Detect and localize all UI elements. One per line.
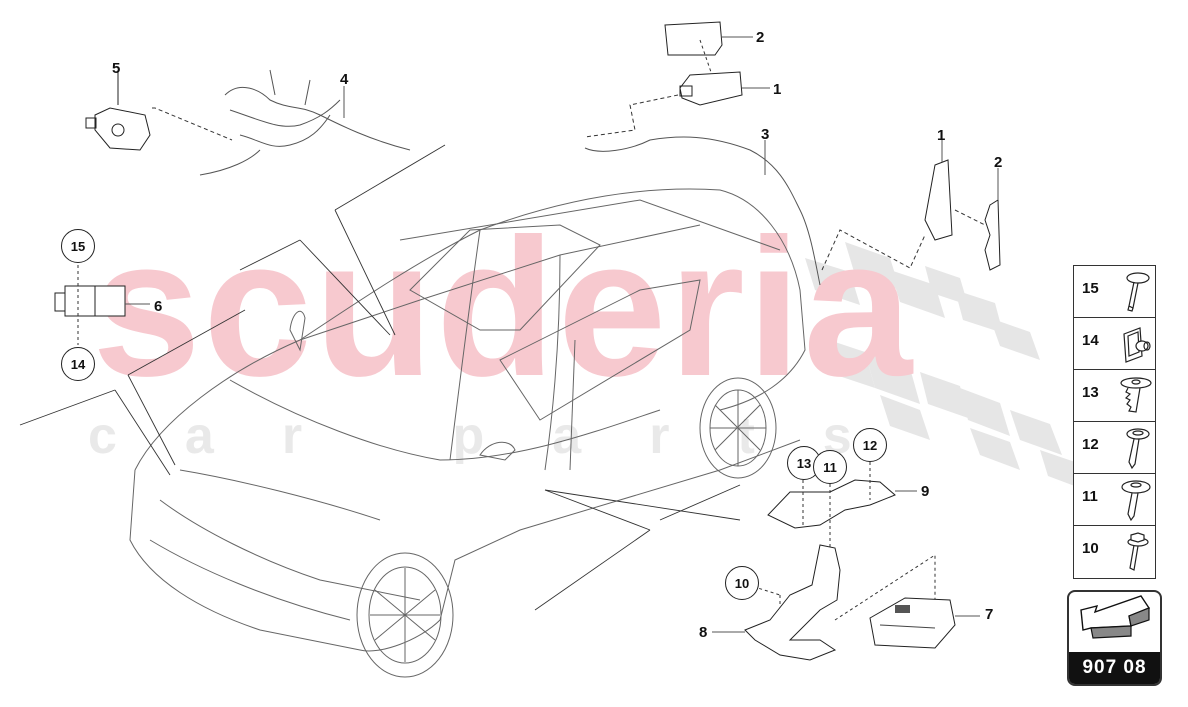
callout-1: 1 [773,81,782,98]
part-2-bracket-right [984,168,1001,271]
callout-3: 3 [761,126,770,143]
tapping-screw-icon [1126,428,1150,470]
part-2-cover [664,21,753,56]
legend-number: 12 [1082,436,1099,453]
hex-bolt-icon [1127,532,1149,571]
part-5-sensor [85,70,151,151]
legend-number: 13 [1082,384,1099,401]
callout-5: 5 [112,60,121,77]
part-7-control-unit [869,597,980,649]
part-9-bracket [767,479,917,529]
washer-screw-icon [1121,480,1151,522]
clip-nut-icon [1123,327,1151,363]
legend-row-10[interactable]: 10 [1074,526,1155,578]
legend-row-13[interactable]: 13 [1074,370,1155,422]
part-3-cable [584,136,821,286]
callout-2-right: 2 [994,154,1003,171]
legend-number: 10 [1082,540,1099,557]
callout-2: 2 [756,29,765,46]
part-1-module-right [924,140,953,241]
part-8-bracket [712,544,841,661]
circle-callout-14: 14 [61,347,95,381]
legend-number: 11 [1082,488,1098,505]
diagram-reference-badge[interactable]: 907 08 [1067,590,1162,686]
circle-callout-12: 12 [853,428,887,462]
callout-9: 9 [921,483,930,500]
callout-7: 7 [985,606,994,623]
push-rivet-icon [1120,377,1152,413]
screw-flange-icon [1126,272,1150,312]
circle-callout-10: 10 [725,566,759,600]
circle-callout-11: 11 [813,450,847,484]
legend-number: 15 [1082,280,1099,297]
fastener-legend: 15 14 13 12 11 [1073,265,1156,579]
rear-wheel [699,377,777,479]
callout-8: 8 [699,624,708,641]
direction-arrow-icon [1080,595,1151,639]
car-outline [129,188,806,652]
legend-row-12[interactable]: 12 [1074,422,1155,474]
callout-4: 4 [340,71,349,88]
legend-row-14[interactable]: 14 [1074,318,1155,370]
callout-6: 6 [154,298,163,315]
callout-1-right: 1 [937,127,946,144]
legend-number: 14 [1082,332,1099,349]
part-6-sensor [54,285,150,317]
legend-row-11[interactable]: 11 [1074,474,1155,526]
legend-row-15[interactable]: 15 [1074,266,1155,318]
diagram-reference-code: 907 08 [1069,652,1160,684]
front-wheel [356,552,454,678]
part-4-harness [199,69,411,176]
circle-callout-15: 15 [61,229,95,263]
part-1-module [679,71,770,106]
